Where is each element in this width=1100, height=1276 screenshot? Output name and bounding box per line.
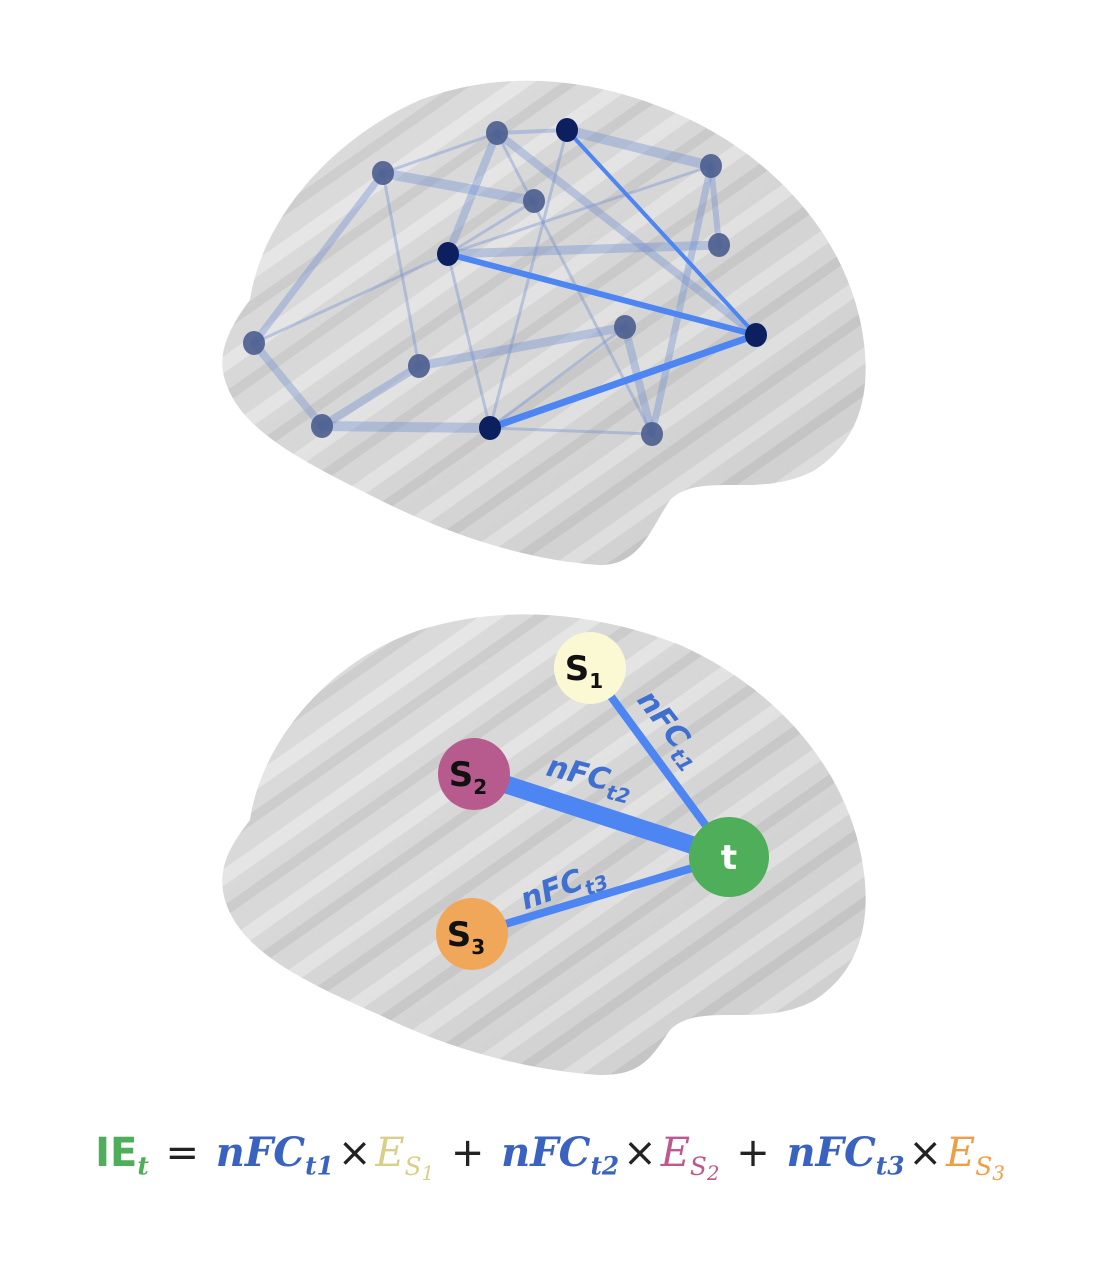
network-edge [562,125,716,171]
network-edge [250,339,326,430]
network-edge [317,421,495,433]
eq-e-s2: ES2 [660,1130,720,1185]
network-edge [446,199,536,256]
network-node [556,118,578,142]
eq-plus-1: + [450,1130,485,1176]
network-edge [488,128,569,430]
brain-surface-top [222,80,866,565]
network-edge [488,325,627,430]
network-edge [493,129,760,339]
network-node [708,233,730,257]
network-node [479,416,501,440]
network-node [408,354,430,378]
eq-term-3: nFCt3×ES3 [786,1118,1004,1209]
network-node [372,161,394,185]
network-edge [446,164,713,256]
eq-nfc-t3: nFCt3 [786,1129,905,1181]
network-edge [486,331,760,432]
network-edge [318,362,423,430]
eq-e-s3: ES3 [946,1130,1005,1185]
network-edge [445,251,759,338]
network-node [523,189,545,213]
eq-term-1: nFCt1×ES1 [216,1118,434,1209]
eq-e-s1: ES1 [375,1130,435,1185]
network-edge [495,128,569,135]
network-edge [446,252,492,430]
network-node [243,331,265,355]
eq-nfc-t2: nFCt2 [501,1129,620,1181]
network-edge [252,252,450,345]
svg-text:t: t [721,838,737,878]
network-edge [708,163,722,248]
network-node [745,323,767,347]
brain-surface-bottom [222,614,866,1075]
eq-plus-2: + [736,1130,770,1176]
network-edge [648,162,715,438]
network-nodes [243,118,767,446]
eq-nfc-t1: nFCt1 [215,1129,334,1181]
network-node [486,121,508,145]
schema-edge-s2-t [471,765,732,866]
eq-times: × [908,1130,943,1176]
eq-equals: = [165,1130,200,1176]
network-edge [250,169,387,347]
node-s2: S2 [438,738,510,810]
eq-times: × [337,1130,372,1176]
network-edge [381,131,499,175]
network-node [641,422,663,446]
node-s1: S1 [554,632,626,704]
network-edge [381,171,421,368]
network-edge [378,168,539,206]
network-node [700,154,722,178]
eq-lhs: IEt [95,1130,149,1181]
network-edges [250,125,760,438]
network-edge [488,426,654,436]
network-edge [565,128,758,337]
network-node [437,242,459,266]
node-s3: S3 [436,898,508,970]
network-node [614,315,636,339]
network-node [311,414,333,438]
eq-times: × [623,1130,657,1176]
network-edge [621,323,656,438]
integrated-effect-equation: IEt = nFCt1×ES1 + nFCt2×ES2 + nFCt3×ES3 [0,1118,1100,1188]
eq-term-2: nFCt2×ES2 [501,1118,719,1209]
node-t: t [689,817,769,897]
schema-edge-s3-t [470,853,731,938]
network-edge [444,129,501,258]
network-edge [414,322,630,371]
